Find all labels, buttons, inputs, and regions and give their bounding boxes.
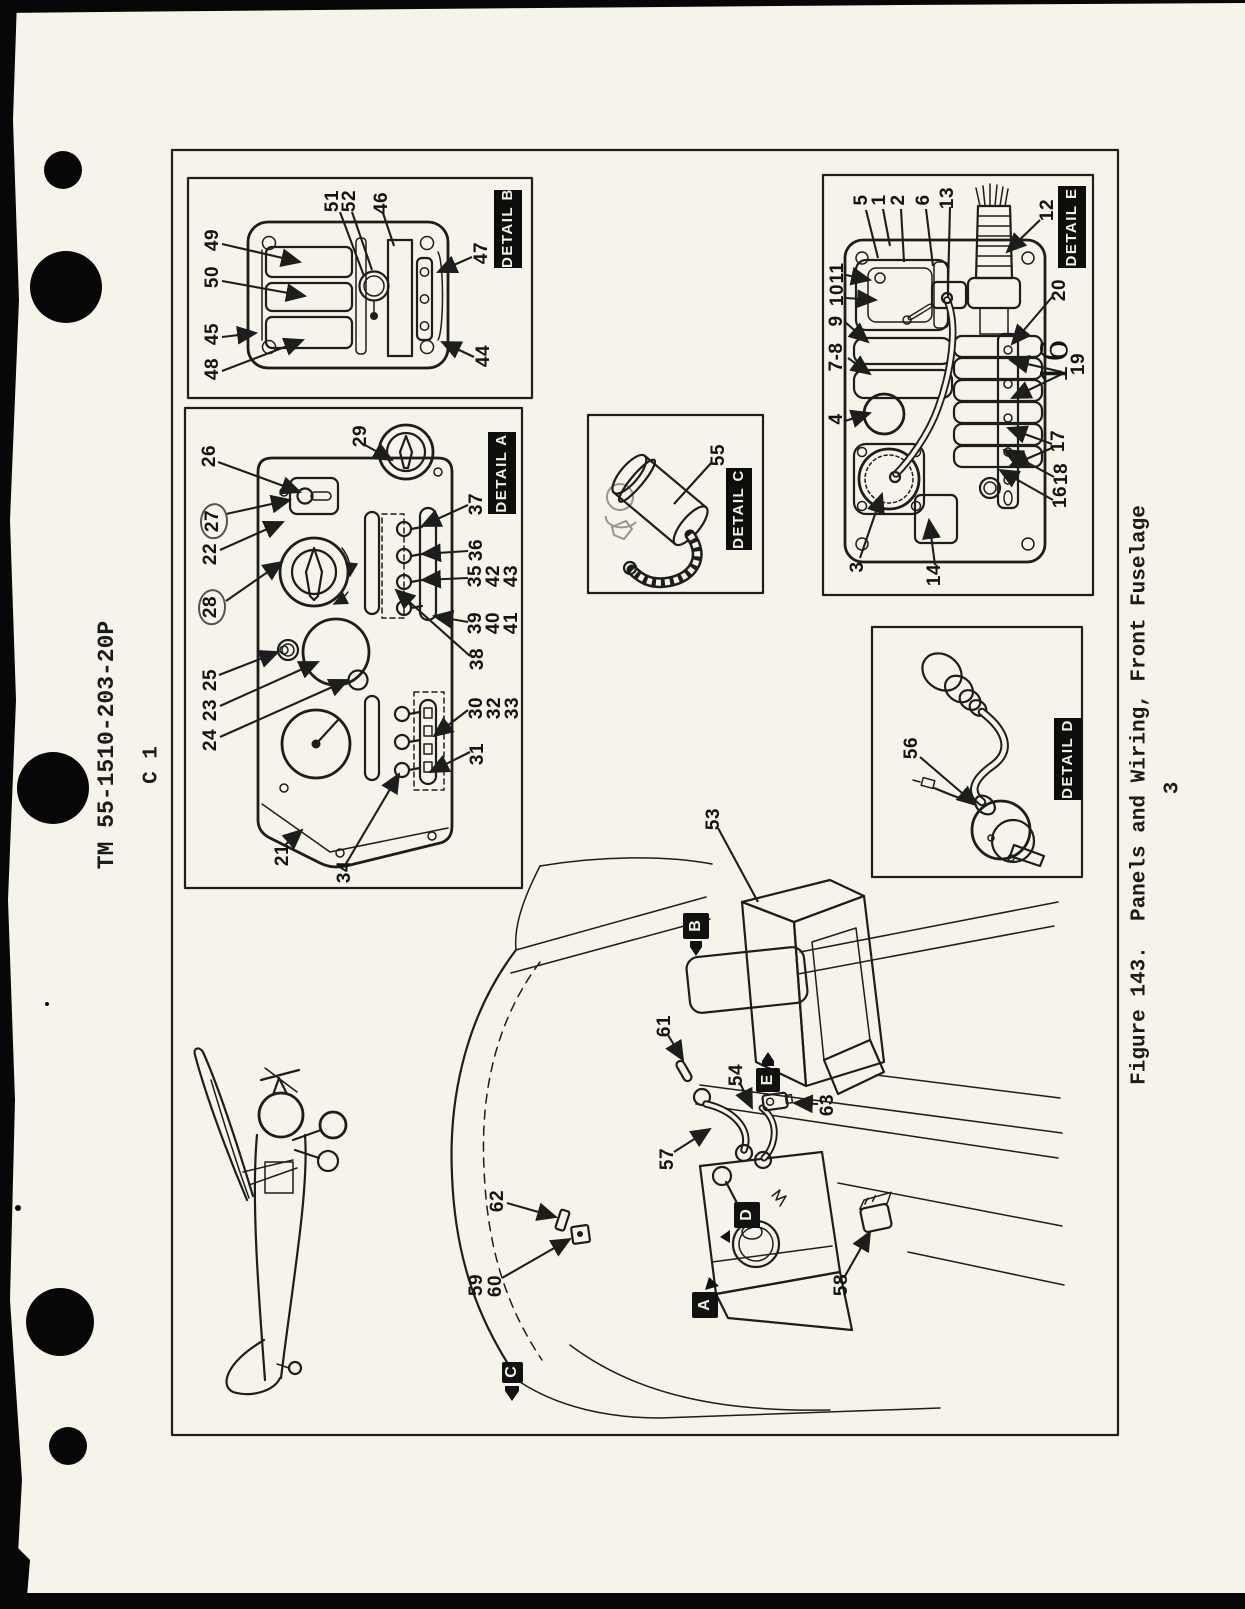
figure-frame: [170, 148, 1120, 1437]
view-marker-squares: [502, 913, 780, 1401]
detail-a-badge: DETAIL A: [488, 432, 516, 514]
view-marker-letter: C: [503, 1366, 520, 1378]
detail-b-box: [186, 176, 534, 400]
detail-d-box: [870, 625, 1084, 879]
detail-e-box: [821, 173, 1095, 597]
detail-c-badge: DETAIL C: [726, 468, 752, 550]
fuselage-interior-drawing: [450, 827, 1065, 1419]
change-number: C 1: [140, 746, 164, 784]
detail-c-box: [586, 413, 765, 595]
detail-a-box: [183, 406, 524, 890]
tm-number: TM 55-1510-203-20P: [94, 620, 120, 870]
view-marker-letter: E: [759, 1074, 776, 1086]
detail-d-badge: DETAIL D: [1054, 718, 1082, 800]
detail-b-badge: DETAIL B: [494, 188, 522, 268]
view-marker-letter: D: [738, 1209, 755, 1221]
airplane-silhouette: [193, 1047, 348, 1396]
figure-caption: Figure 143. Panels and Wiring, Front Fus…: [1128, 505, 1152, 1085]
view-marker-letter: A: [696, 1299, 713, 1311]
hole-punches: [17, 151, 102, 1465]
detail-e-badge: DETAIL E: [1058, 186, 1086, 268]
page-number: 3: [1161, 781, 1185, 795]
view-marker-letter: B: [687, 920, 704, 932]
